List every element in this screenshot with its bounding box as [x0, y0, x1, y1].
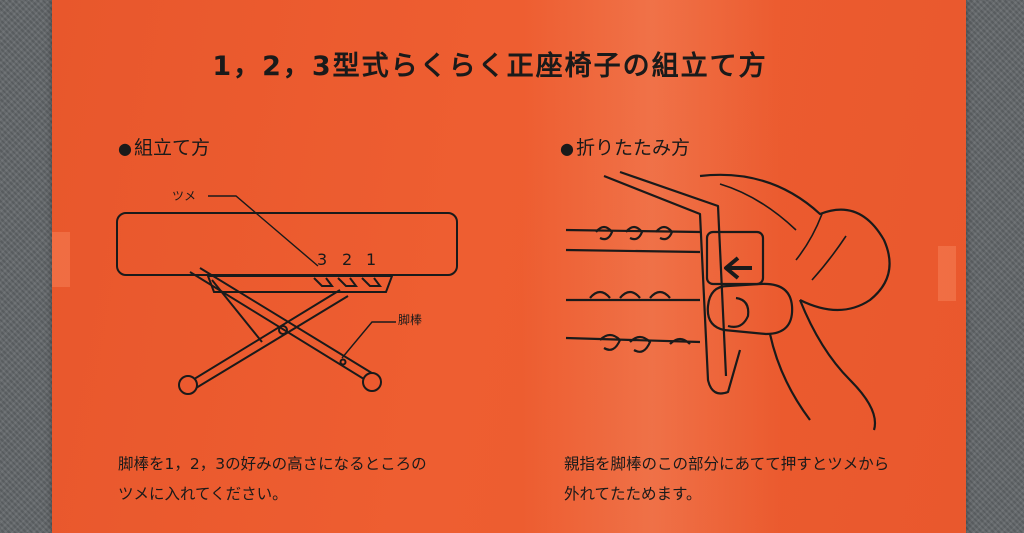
position-number-3: 3 — [317, 250, 328, 269]
lower-claws-2 — [599, 333, 691, 353]
page-title: 1，2，3型式らくらく正座椅子の組立て方 — [212, 51, 768, 82]
hand-outline — [699, 173, 891, 311]
wrist-line — [768, 333, 811, 421]
upper-rail — [565, 228, 701, 254]
card-edge-tab-left — [52, 232, 70, 287]
bullet-icon: ● — [118, 139, 132, 158]
upper-claws — [595, 225, 674, 241]
claw-notches — [313, 277, 382, 287]
leg-support — [211, 279, 263, 343]
leg-label: 脚棒 — [398, 313, 423, 327]
leg-pin — [339, 358, 347, 366]
claw-leader-line — [208, 195, 319, 267]
lower-claws — [589, 290, 671, 299]
folding-caption-line2: 外れてたためます。 — [564, 485, 702, 503]
bullet-icon: ● — [560, 139, 574, 158]
claw-label: ツメ — [172, 189, 197, 203]
assembly-caption: 脚棒を1，2，3の好みの高さになるところの ツメに入れてください。 — [118, 449, 427, 509]
thumb — [706, 282, 794, 336]
assembly-caption-line2: ツメに入れてください。 — [118, 485, 288, 503]
foot-right — [362, 372, 382, 392]
push-arrow-icon — [724, 256, 752, 280]
leg-bar-b — [185, 289, 349, 389]
folding-heading-text: 折りたたみ方 — [575, 137, 690, 159]
folding-caption: 親指を脚棒のこの部分にあてて押すとツメから 外れてたためます。 — [564, 449, 889, 509]
thumbnail — [727, 296, 750, 328]
leg-bar — [603, 170, 742, 395]
bar-bracket — [705, 230, 765, 286]
folding-caption-line1: 親指を脚棒のこの部分にあてて押すとツメから — [564, 455, 890, 473]
assembly-heading: ●組立て方 — [118, 133, 210, 160]
position-number-2: 2 — [342, 250, 353, 269]
leg-leader-line — [341, 321, 396, 359]
assembly-heading-text: 組立て方 — [133, 137, 210, 159]
position-number-1: 1 — [366, 250, 377, 269]
finger-line — [719, 183, 797, 231]
pivot-pin — [278, 325, 288, 335]
folding-heading: ●折りたたみ方 — [560, 133, 690, 160]
lower-rail — [565, 298, 701, 344]
card-edge-tab-right — [938, 246, 956, 301]
assembly-caption-line1: 脚棒を1，2，3の好みの高さになるところの — [118, 455, 427, 473]
foot-left — [178, 375, 198, 395]
palm-outline — [798, 299, 877, 431]
finger-creases — [795, 213, 847, 281]
